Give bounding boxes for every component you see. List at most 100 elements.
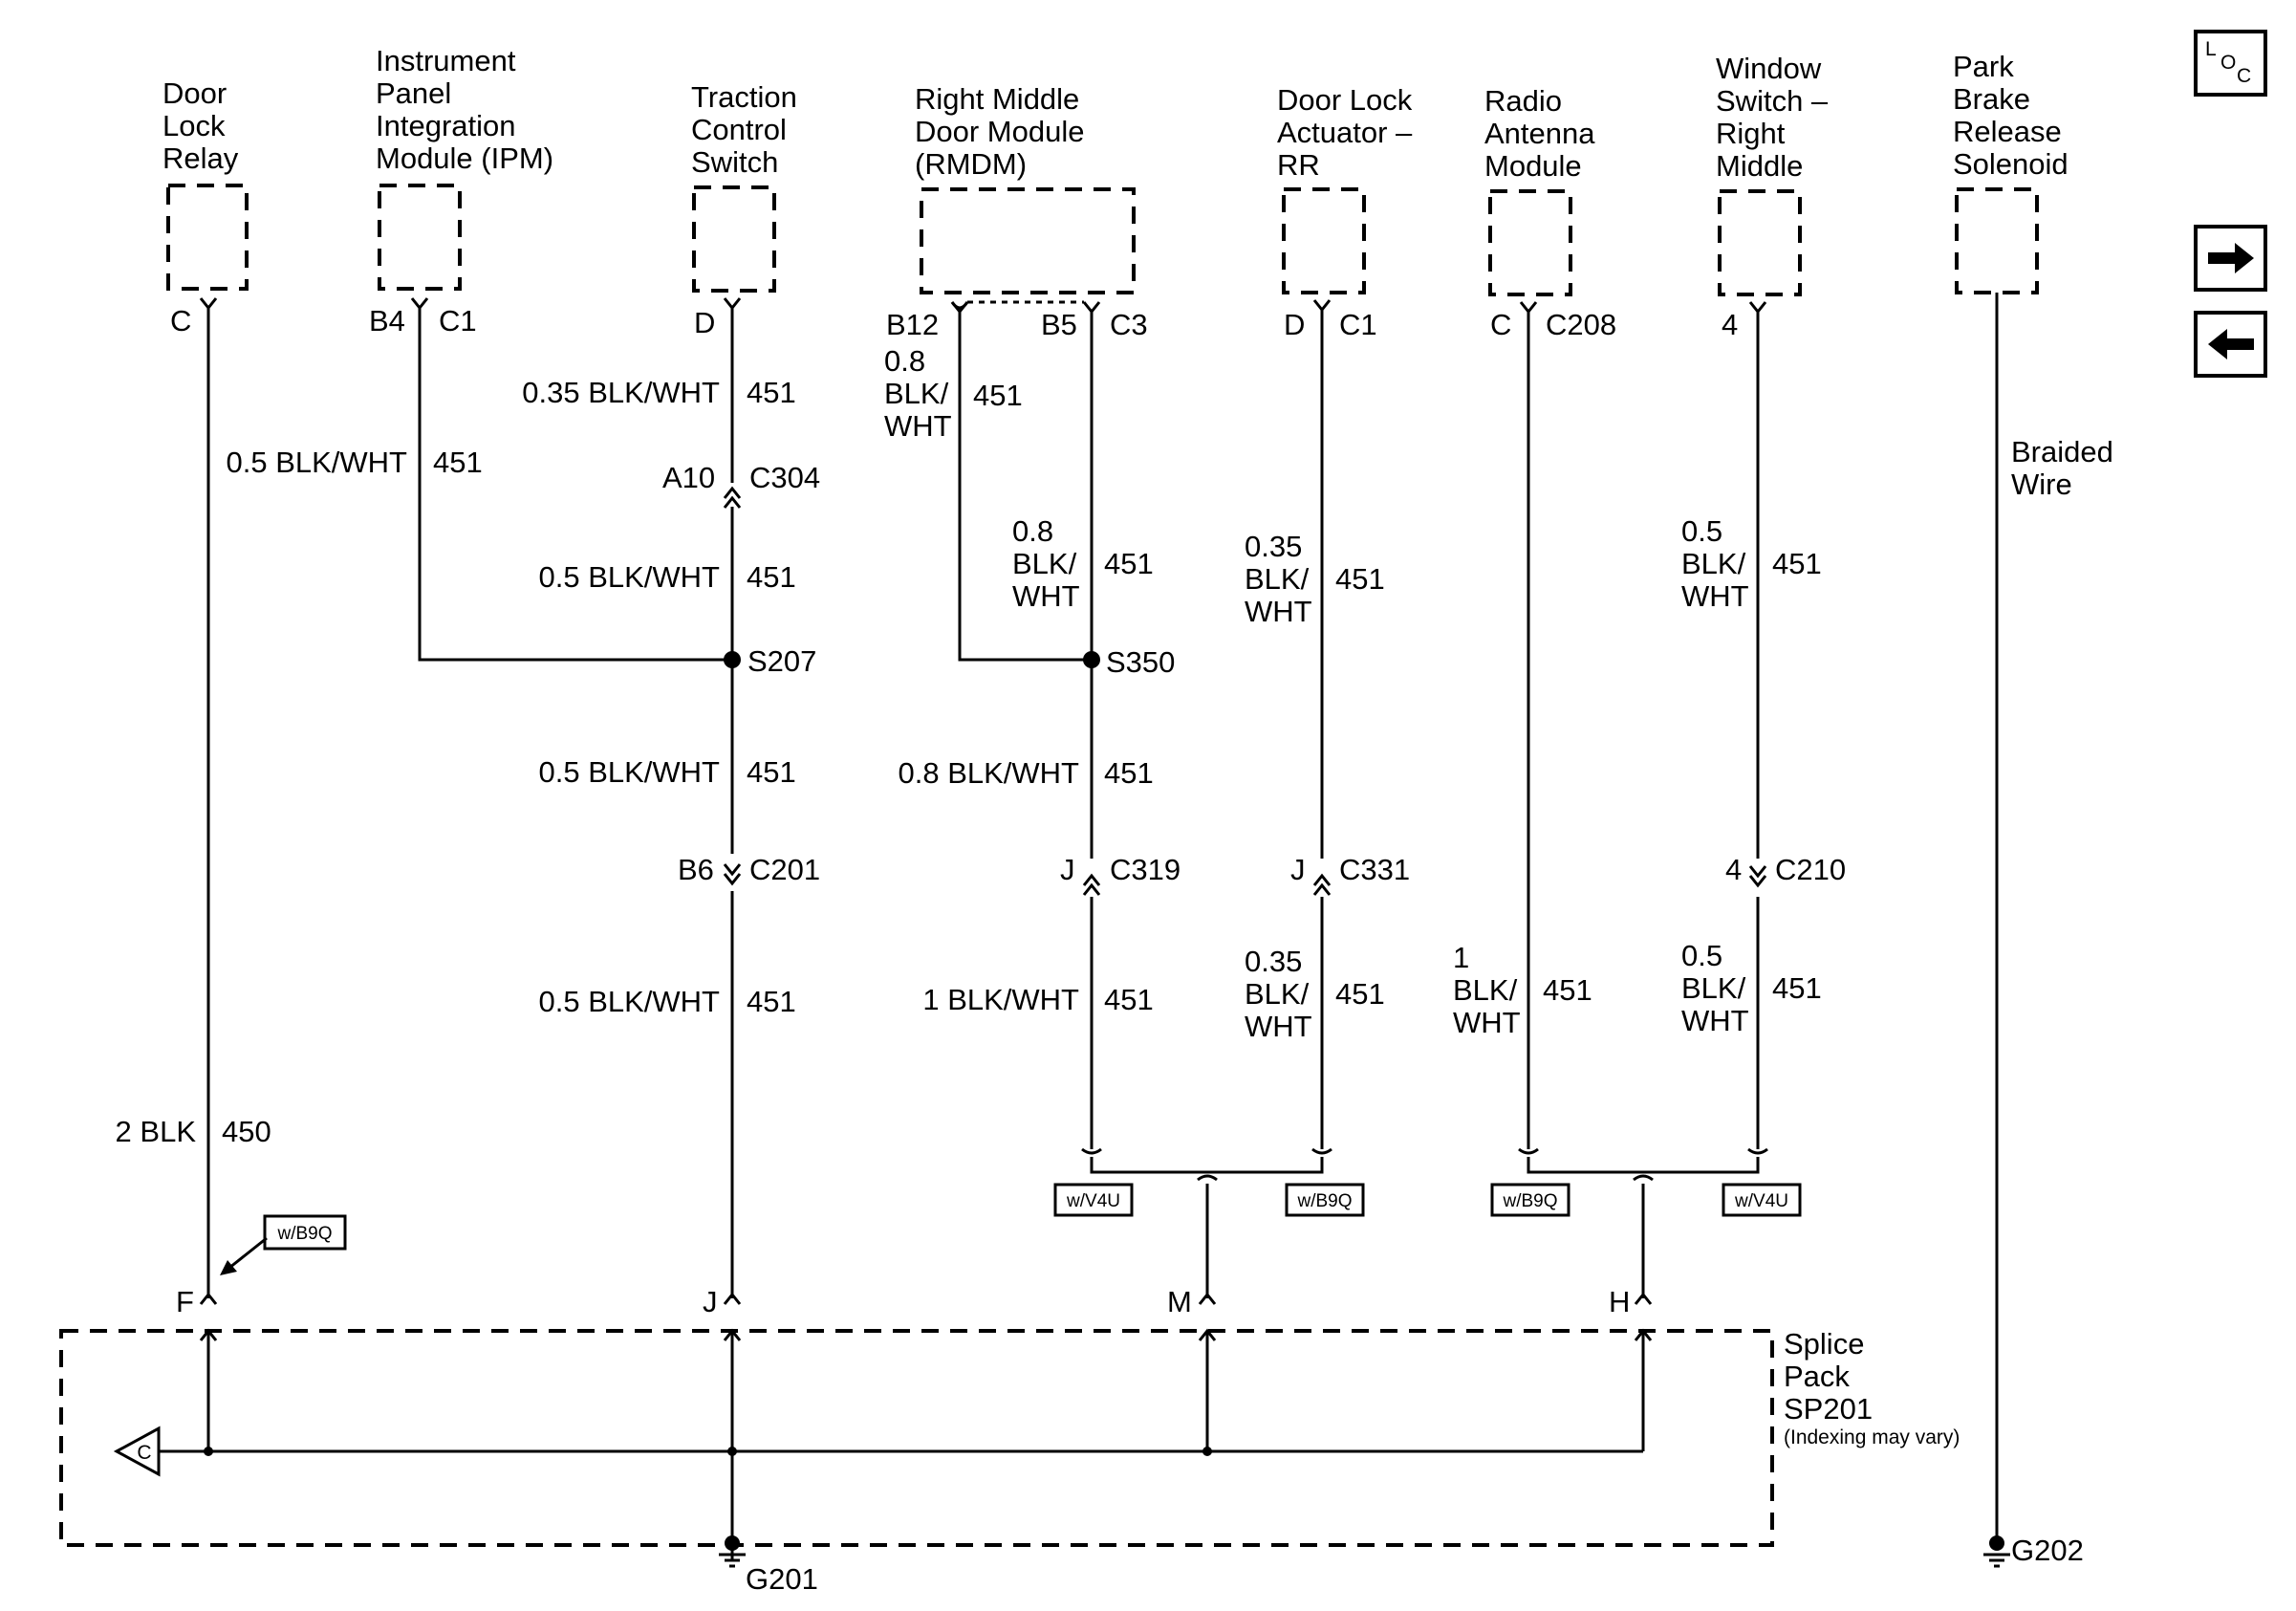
connector-label: C319 (1110, 853, 1180, 886)
traction-control-switch-box (692, 185, 776, 293)
label-line: Traction (691, 80, 797, 114)
pin-label: B5 (1041, 308, 1077, 341)
wire-color: 0.5 BLK/WHT (227, 446, 408, 479)
traction-control-switch-label: Traction Control Switch (691, 80, 797, 179)
wire-circuit: 451 (1104, 983, 1154, 1016)
wire-color: 0.35 BLK/WHT (522, 376, 720, 409)
label-line: Window (1716, 52, 1822, 85)
ground-dot (725, 1535, 740, 1551)
option-pointer-arrow (220, 1236, 268, 1275)
wire-color: 0.8 (1012, 514, 1053, 548)
ground-dot (1989, 1535, 2004, 1551)
option-break (1311, 1147, 1332, 1155)
wire-labels: 2 BLK 450 0.5 BLK/WHT 451 0.35 BLK/WHT 4… (116, 344, 2113, 1148)
splice-pack-line: SP201 (1784, 1392, 1873, 1426)
wire-color: WHT (1681, 579, 1749, 613)
label-line: Control (691, 113, 787, 146)
option-box-frame (1490, 1183, 1570, 1217)
door-lock-relay-box (166, 184, 249, 291)
door-lock-actuator-label: Door Lock Actuator – RR (1277, 83, 1413, 182)
connector-label: J (1290, 853, 1306, 886)
pin-label: C (1490, 308, 1511, 341)
wire-circuit: 451 (747, 985, 796, 1018)
inline-connectors (723, 486, 1767, 896)
splice-s350-label: S350 (1106, 645, 1175, 679)
label-line: RR (1277, 148, 1320, 182)
rmdm-box (920, 187, 1136, 294)
option-text: w/V4U (1066, 1191, 1120, 1211)
wire-color: 0.35 (1245, 945, 1302, 978)
previous-page-button[interactable] (2194, 311, 2267, 378)
pin-symbol (410, 297, 429, 311)
option-break (1518, 1147, 1539, 1155)
option-text: w/B9Q (276, 1224, 332, 1244)
ground-g201-label: G201 (746, 1562, 818, 1596)
wire-color: BLK/ (1245, 562, 1310, 596)
location-button[interactable]: L O C (2194, 30, 2267, 97)
pin-label: B12 (886, 308, 939, 341)
wire-color: BLK/ (1681, 971, 1746, 1005)
pin-symbol (1634, 1292, 1653, 1341)
wire-circuit: 451 (1335, 977, 1385, 1011)
option-box-ram: w/B9Q (1490, 1183, 1570, 1217)
pin-label: M (1167, 1285, 1192, 1318)
splice-pack-bus (149, 1333, 1645, 1545)
option-box-frame (1285, 1183, 1365, 1217)
wire-color: BLK/ (884, 377, 949, 410)
label-line: Module (1484, 149, 1582, 183)
pin-symbol (1519, 301, 1538, 315)
wire-color: 0.5 (1681, 514, 1722, 548)
option-bracket-ram-ws (1518, 1147, 1768, 1298)
option-break (1633, 1174, 1654, 1182)
wire-color: 0.5 BLK/WHT (539, 560, 721, 594)
pointer-line (228, 1236, 268, 1270)
arrow-right-icon (2208, 243, 2254, 273)
wire-circuit: 451 (747, 376, 796, 409)
splice-s207-label: S207 (747, 644, 816, 678)
pin-symbol (723, 297, 742, 311)
wire-color: 0.5 BLK/WHT (539, 755, 721, 789)
label-line: Module (IPM) (376, 142, 553, 175)
window-switch-box (1718, 189, 1802, 296)
option-box-ws: w/V4U (1722, 1183, 1802, 1217)
option-text: w/B9Q (1502, 1191, 1557, 1211)
arrow-head (2235, 243, 2254, 273)
label-line: Instrument (376, 44, 516, 77)
option-break (1197, 1174, 1218, 1182)
next-page-button[interactable] (2194, 225, 2267, 292)
wire-circuit: 451 (1772, 547, 1822, 580)
wire-color: WHT (1245, 595, 1312, 628)
option-box-rmdm: w/V4U (1053, 1183, 1134, 1217)
label-line: Right (1716, 117, 1786, 150)
wire-type: Wire (2011, 468, 2072, 501)
label-line: Right Middle (915, 82, 1079, 116)
wire-color: WHT (1681, 1004, 1749, 1037)
pin-label: D (694, 306, 715, 339)
option-box-frame (1053, 1183, 1134, 1217)
pin-symbol (723, 1292, 742, 1341)
connector-c319-symbol (1082, 873, 1101, 896)
arrow-shaft (2225, 338, 2254, 350)
pin-label: 4 (1722, 308, 1738, 341)
wire-circuit: 451 (747, 560, 796, 594)
pin-label: C1 (1339, 308, 1377, 341)
wire-color: 1 (1453, 941, 1469, 974)
wire-color: 0.5 BLK/WHT (539, 985, 721, 1018)
park-brake-solenoid-label: Park Brake Release Solenoid (1953, 50, 2069, 181)
radio-antenna-module-box (1488, 189, 1572, 296)
splice-pack-pins (199, 1292, 1653, 1341)
wire-color: 0.5 (1681, 939, 1722, 972)
option-break (1081, 1147, 1102, 1155)
connector-c304-symbol (723, 486, 742, 509)
label-line: Door (162, 76, 227, 110)
ground-g201 (719, 1535, 746, 1568)
label-line: Antenna (1484, 117, 1595, 150)
option-box-frame (263, 1214, 347, 1251)
label-line: Actuator – (1277, 116, 1413, 149)
pin-symbol (1198, 1292, 1217, 1341)
connector-label: C331 (1339, 853, 1410, 886)
ground-g202 (1983, 1535, 2010, 1568)
door-lock-relay-label: Door Lock Relay (162, 76, 239, 175)
bus-node (1202, 1447, 1212, 1456)
